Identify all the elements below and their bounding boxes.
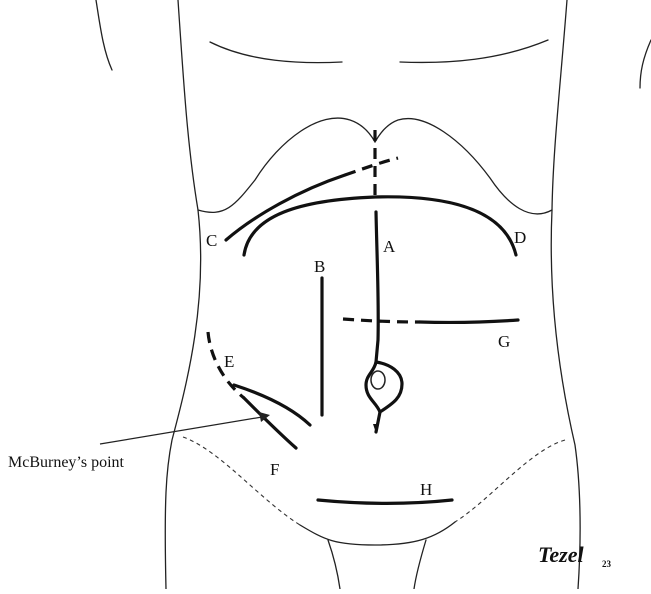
left-torso-side [165,0,200,589]
incision-e-solid [244,398,296,448]
umbilicus [371,371,385,389]
incision-c [226,158,398,240]
left-shoulder-line [96,0,112,70]
label-f: F [270,460,279,479]
left-thigh-line [328,540,340,589]
label-b: B [314,257,325,276]
signature-year: 23 [602,559,612,569]
label-g: G [498,332,510,351]
artist-signature: Tezel 23 [538,542,612,569]
mcburney-callout-arrow [100,412,270,444]
incision-a [366,130,402,433]
pubic-curve [300,522,455,545]
label-a: A [383,237,396,256]
label-e: E [224,352,234,371]
signature-name: Tezel [538,542,585,567]
right-chest-contour [375,119,552,214]
right-inguinal-line [455,440,565,522]
incision-h [318,500,452,503]
label-h: H [420,480,432,499]
torso-outline [96,0,651,589]
incision-d [244,197,516,255]
incision-c-dashed [345,158,398,175]
label-c: C [206,231,217,250]
label-d: D [514,228,526,247]
incision-g-solid [420,320,518,322]
incision-g-dashed [343,319,420,322]
right-shoulder-line [640,40,651,88]
incision-g [343,319,518,322]
incision-f [234,385,310,425]
right-torso-side [551,0,580,589]
left-inguinal-line [183,437,300,525]
mcburney-point-label: McBurney’s point [8,454,125,471]
right-pectoral-line [400,40,548,62]
callout-line [100,417,262,444]
left-pectoral-line [210,42,342,63]
incision-a-umbilicus-right [376,362,402,412]
incision-c-solid [226,175,345,240]
right-thigh-line [414,540,426,589]
